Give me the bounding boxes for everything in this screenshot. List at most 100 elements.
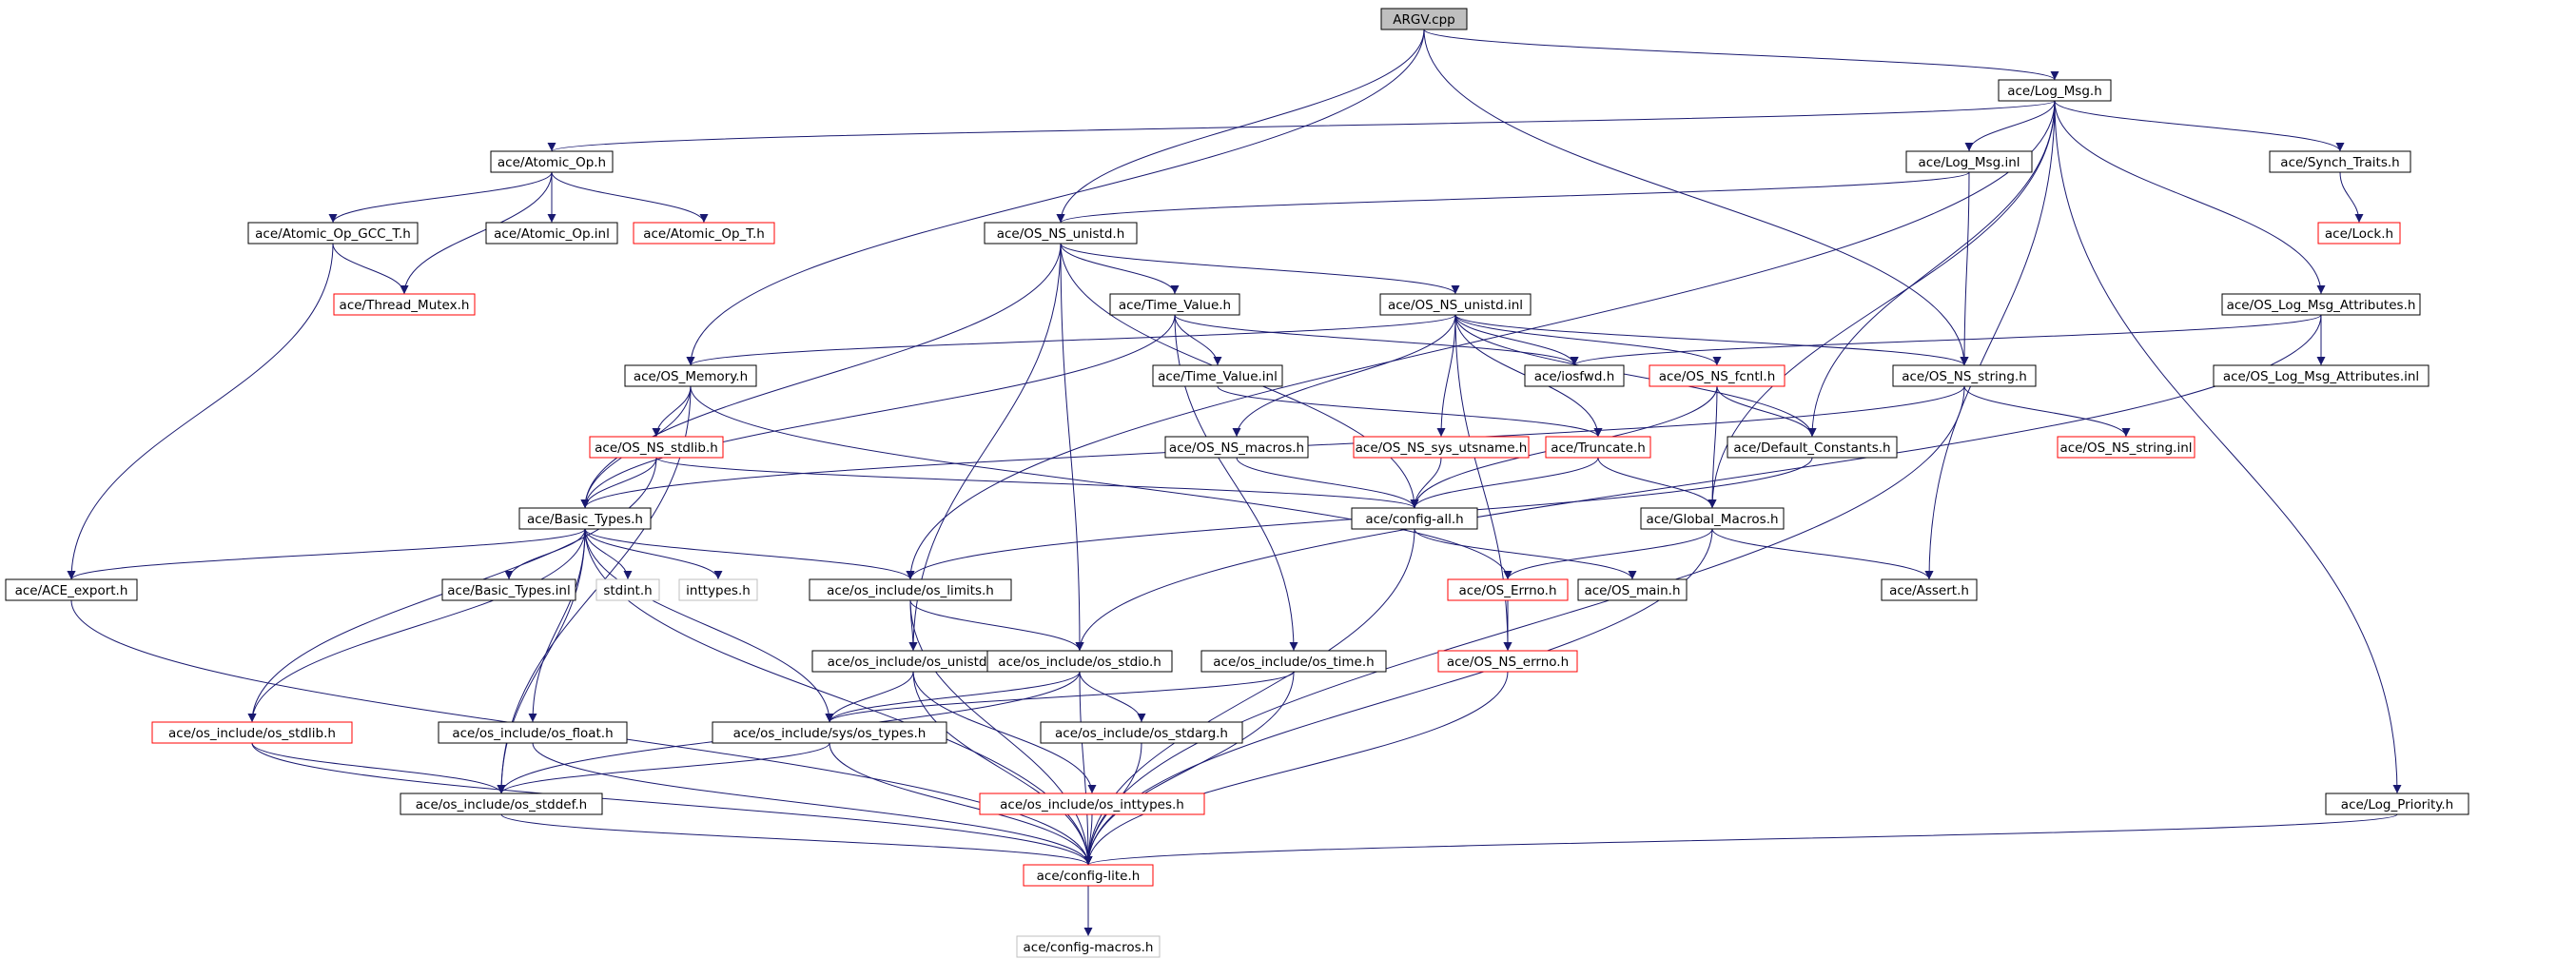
node-os_log_msg_attr_inl[interactable]: ace/OS_Log_Msg_Attributes.inl: [2213, 364, 2430, 387]
node-label: ace/Truncate.h: [1551, 440, 1646, 456]
node-os_stddef_h[interactable]: ace/os_include/os_stddef.h: [400, 793, 603, 815]
node-os_memory_h[interactable]: ace/OS_Memory.h: [624, 364, 757, 387]
node-ace_export_h[interactable]: ace/ACE_export.h: [5, 578, 138, 601]
node-box: [1905, 150, 2033, 173]
node-config_all_h[interactable]: ace/config-all.h: [1351, 507, 1478, 530]
node-lock_h[interactable]: ace/Lock.h: [2317, 222, 2401, 245]
node-label: ace/OS_NS_errno.h: [1447, 655, 1569, 670]
node-label: ace/os_include/os_stddef.h: [416, 797, 587, 812]
node-label: ace/OS_NS_macros.h: [1169, 440, 1304, 456]
node-box: [1353, 436, 1530, 459]
edge-basic_types_h-to-ace_export_h: [67, 528, 586, 580]
node-synch_traits_h[interactable]: ace/Synch_Traits.h: [2269, 150, 2411, 173]
node-os_errno_h[interactable]: ace/OS_Errno.h: [1447, 578, 1569, 601]
edge-os_ns_unistd_inl-to-iosfwd_h: [1454, 314, 1579, 366]
edge-basic_types_h-to-inttypes_h: [584, 528, 723, 580]
node-time_value_inl[interactable]: ace/Time_Value.inl: [1152, 364, 1283, 387]
edge-os_ns_sys_utsname_h-to-config_all_h: [1410, 457, 1442, 509]
node-atomic_op_h[interactable]: ace/Atomic_Op.h: [490, 150, 614, 173]
node-os_ns_string_inl[interactable]: ace/OS_NS_string.inl: [2057, 436, 2195, 459]
node-os_ns_sys_utsname_h[interactable]: ace/OS_NS_sys_utsname.h: [1353, 436, 1530, 459]
node-label: ace/Log_Msg.inl: [1918, 155, 2020, 170]
edge-basic_types_h-to-os_float_h: [528, 528, 586, 723]
node-assert_h[interactable]: ace/Assert.h: [1881, 578, 1978, 601]
edge-atomic_op_gcc_t_h-to-ace_export_h: [67, 243, 334, 580]
node-os_inttypes_h[interactable]: ace/os_include/os_inttypes.h: [979, 793, 1205, 815]
node-basic_types_inl[interactable]: ace/Basic_Types.inl: [441, 578, 576, 601]
edge-os_ns_macros_h-to-config_all_h: [1236, 457, 1419, 509]
node-box: [2213, 364, 2430, 387]
node-stdint_h[interactable]: stdint.h: [595, 578, 660, 601]
node-os_stdio_h[interactable]: ace/os_include/os_stdio.h: [986, 650, 1173, 673]
node-iosfwd_h[interactable]: ace/iosfwd.h: [1524, 364, 1625, 387]
node-os_stdlib_h[interactable]: ace/os_include/os_stdlib.h: [151, 721, 353, 744]
node-label: ace/config-macros.h: [1024, 940, 1154, 955]
edge-os_limits_h-to-config_lite_h: [909, 599, 1093, 866]
node-box: [5, 578, 138, 601]
edge-os_float_h-to-config_lite_h: [532, 742, 1093, 866]
node-truncate_h[interactable]: ace/Truncate.h: [1545, 436, 1651, 459]
node-label: ace/OS_NS_fcntl.h: [1659, 369, 1776, 384]
edge-os_unistd_h-to-sys_os_types_h: [825, 671, 914, 723]
edge-os_limits_h-to-os_stdio_h: [909, 599, 1084, 652]
node-log_msg_inl[interactable]: ace/Log_Msg.inl: [1905, 150, 2033, 173]
node-default_constants_h[interactable]: ace/Default_Constants.h: [1727, 436, 1898, 459]
node-os_limits_h[interactable]: ace/os_include/os_limits.h: [809, 578, 1012, 601]
node-os_float_h[interactable]: ace/os_include/os_float.h: [438, 721, 628, 744]
edge-global_macros_h-to-os_errno_h: [1503, 528, 1713, 580]
node-os_time_h[interactable]: ace/os_include/os_time.h: [1200, 650, 1387, 673]
node-os_ns_unistd_inl[interactable]: ace/OS_NS_unistd.inl: [1379, 293, 1532, 316]
node-box: [441, 578, 576, 601]
edge-os_ns_unistd_inl-to-os_ns_fcntl_h: [1454, 314, 1722, 366]
node-box: [1200, 650, 1387, 673]
node-log_msg_h[interactable]: ace/Log_Msg.h: [1998, 79, 2112, 102]
node-os_ns_macros_h[interactable]: ace/OS_NS_macros.h: [1164, 436, 1309, 459]
edge-os_time_h-to-sys_os_types_h: [825, 671, 1295, 723]
node-os_ns_errno_h[interactable]: ace/OS_NS_errno.h: [1437, 650, 1578, 673]
node-atomic_op_inl[interactable]: ace/Atomic_Op.inl: [485, 222, 618, 245]
node-box: [1640, 507, 1785, 530]
node-os_stdarg_h[interactable]: ace/os_include/os_stdarg.h: [1040, 721, 1243, 744]
edge-argv_cpp-to-os_memory_h: [686, 29, 1425, 366]
node-box: [1152, 364, 1283, 387]
node-label: ace/Synch_Traits.h: [2280, 155, 2399, 170]
node-os_ns_string_h[interactable]: ace/OS_NS_string.h: [1892, 364, 2037, 387]
edge-sys_os_types_h-to-config_lite_h: [829, 742, 1093, 866]
edge-atomic_op_h-to-atomic_op_gcc_t_h: [328, 171, 553, 224]
node-label: ace/os_include/os_stdarg.h: [1055, 726, 1228, 741]
node-os_ns_unistd_h[interactable]: ace/OS_NS_unistd.h: [984, 222, 1138, 245]
node-argv_cpp[interactable]: ARGV.cpp: [1380, 8, 1468, 30]
node-label: ace/OS_Log_Msg_Attributes.h: [2227, 298, 2416, 313]
node-log_priority_h[interactable]: ace/Log_Priority.h: [2325, 793, 2469, 815]
node-os_ns_stdlib_h[interactable]: ace/OS_NS_stdlib.h: [589, 436, 724, 459]
edge-log_msg_h-to-assert_h: [1924, 100, 2056, 580]
node-box: [1545, 436, 1651, 459]
edge-os_ns_unistd_inl-to-os_ns_macros_h: [1232, 314, 1456, 438]
node-thread_mutex_h[interactable]: ace/Thread_Mutex.h: [333, 293, 476, 316]
node-os_unistd_h[interactable]: ace/os_include/os_unistd.h: [811, 650, 1015, 673]
node-global_macros_h[interactable]: ace/Global_Macros.h: [1640, 507, 1785, 530]
node-label: ace/Global_Macros.h: [1646, 512, 1778, 527]
edge-time_value_h-to-basic_types_h: [580, 314, 1176, 509]
node-label: ace/OS_NS_sys_utsname.h: [1356, 440, 1528, 456]
node-atomic_op_t_h[interactable]: ace/Atomic_Op_T.h: [633, 222, 775, 245]
edge-os_ns_string_h-to-config_lite_h: [1083, 385, 1965, 866]
node-label: ace/Lock.h: [2325, 226, 2393, 242]
edge-os_memory_h-to-os_ns_stdlib_h: [652, 385, 692, 438]
node-basic_types_h[interactable]: ace/Basic_Types.h: [518, 507, 652, 530]
node-atomic_op_gcc_t_h[interactable]: ace/Atomic_Op_GCC_T.h: [247, 222, 419, 245]
node-config_macros_h[interactable]: ace/config-macros.h: [1016, 935, 1161, 958]
edge-os_ns_errno_h-to-config_lite_h: [1083, 671, 1509, 866]
edge-synch_traits_h-to-lock_h: [2339, 171, 2364, 224]
node-os_log_msg_attr_h[interactable]: ace/OS_Log_Msg_Attributes.h: [2221, 293, 2421, 316]
node-sys_os_types_h[interactable]: ace/os_include/sys/os_types.h: [712, 721, 947, 744]
node-config_lite_h[interactable]: ace/config-lite.h: [1023, 864, 1154, 887]
node-label: ace/ACE_export.h: [15, 583, 128, 598]
node-os_ns_fcntl_h[interactable]: ace/OS_NS_fcntl.h: [1649, 364, 1786, 387]
node-box: [979, 793, 1205, 815]
node-inttypes_h[interactable]: inttypes.h: [678, 578, 758, 601]
node-os_main_h[interactable]: ace/OS_main.h: [1577, 578, 1688, 601]
node-time_value_h[interactable]: ace/Time_Value.h: [1109, 293, 1240, 316]
edge-os_stddef_h-to-config_lite_h: [500, 813, 1093, 866]
